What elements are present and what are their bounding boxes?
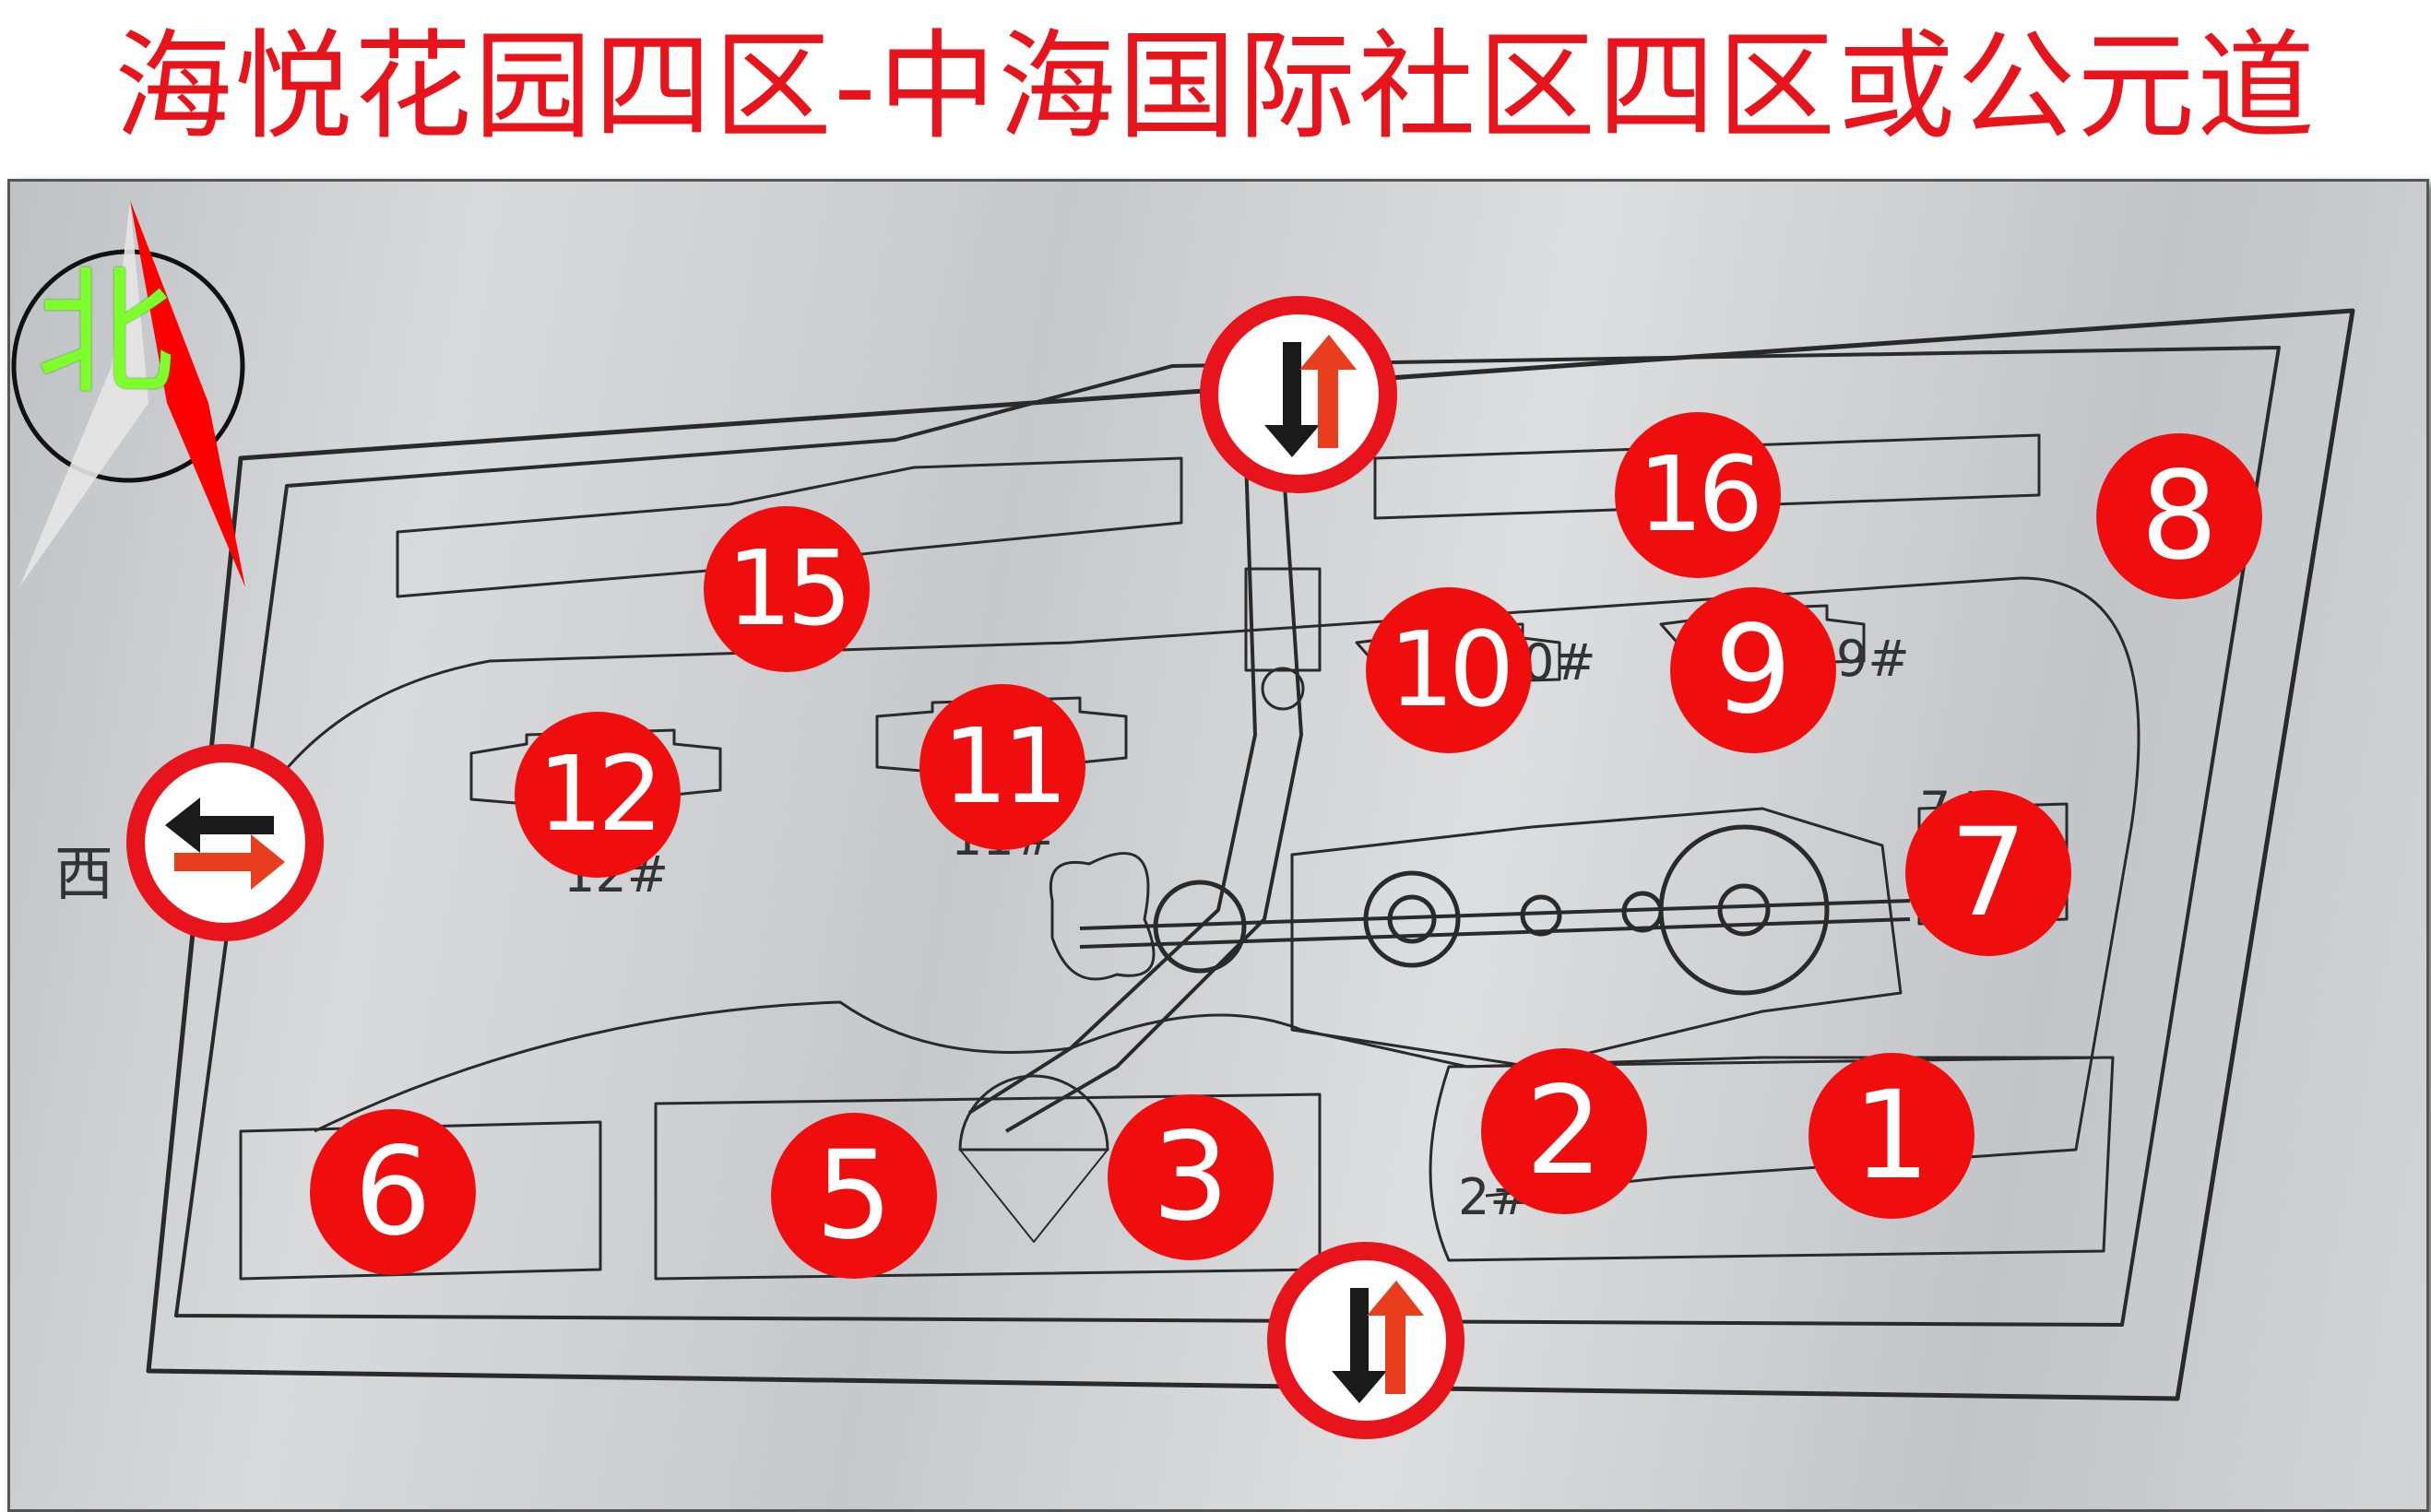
marker-3[interactable]: 3 — [1108, 1094, 1274, 1260]
marker-16[interactable]: 16 — [1615, 412, 1781, 578]
marker-15[interactable]: 15 — [704, 506, 870, 672]
page-title: 海悦花园四区-中海国际社区四区或公元道 — [113, 18, 2318, 156]
two-way-traffic-vertical-icon — [1264, 335, 1357, 457]
site-map-board: 0# 9# 7# 11# 12# 2# 西 北 1 2 3 5 6 7 8 9 … — [7, 179, 2429, 1512]
building-6 — [239, 1120, 602, 1281]
fountain-2 — [1363, 870, 1461, 968]
north-gate-circle — [1261, 667, 1305, 711]
building-label-9: 9# — [1836, 630, 1910, 688]
amphitheater-fan — [959, 1149, 1109, 1243]
marker-1[interactable]: 1 — [1808, 1053, 1974, 1219]
marker-6[interactable]: 6 — [310, 1109, 476, 1275]
marker-12[interactable]: 12 — [515, 712, 681, 878]
two-way-traffic-horizontal-icon — [165, 797, 285, 890]
fountain-2-inner — [1387, 894, 1437, 944]
north-walkway-east — [1373, 433, 2041, 520]
marker-7[interactable]: 7 — [1905, 790, 2071, 956]
plaza-outline — [1290, 807, 1903, 1069]
marker-11[interactable]: 11 — [919, 684, 1085, 850]
compass-shadow — [19, 200, 148, 587]
fountain-1 — [1153, 880, 1247, 974]
two-way-traffic-sign-bottom — [1267, 1242, 1465, 1439]
west-pavilion — [1049, 852, 1156, 981]
central-avenue-2 — [967, 457, 1257, 1115]
two-way-traffic-vertical-icon — [1332, 1281, 1424, 1403]
fountain-5-inner — [1717, 883, 1771, 937]
marker-2[interactable]: 2 — [1481, 1048, 1647, 1214]
lower-road — [314, 1000, 2094, 1133]
compass-arrow-icon — [130, 200, 245, 587]
fountain-3 — [1520, 894, 1562, 937]
central-axis-2 — [1079, 917, 1911, 949]
two-way-traffic-sign-top — [1200, 296, 1397, 493]
west-gate-label: 西 — [54, 841, 113, 909]
building-1-2 — [1429, 1056, 2115, 1262]
marker-10[interactable]: 10 — [1366, 587, 1532, 753]
compass-rose — [11, 200, 245, 587]
site-boundary-inner — [174, 346, 2281, 1327]
compass-label: 北 — [36, 254, 175, 414]
fountain-5 — [1658, 824, 1830, 996]
marker-9[interactable]: 9 — [1670, 587, 1836, 753]
central-axis — [1079, 899, 1911, 930]
north-gate — [1244, 567, 1322, 672]
two-way-traffic-sign-west — [126, 744, 324, 941]
building-label-10: 0# — [1523, 633, 1596, 691]
central-avenue — [1004, 457, 1303, 1133]
marker-5[interactable]: 5 — [771, 1113, 937, 1279]
amphitheater — [958, 1074, 1109, 1152]
north-walkway — [396, 456, 1183, 598]
marker-8[interactable]: 8 — [2096, 433, 2262, 599]
